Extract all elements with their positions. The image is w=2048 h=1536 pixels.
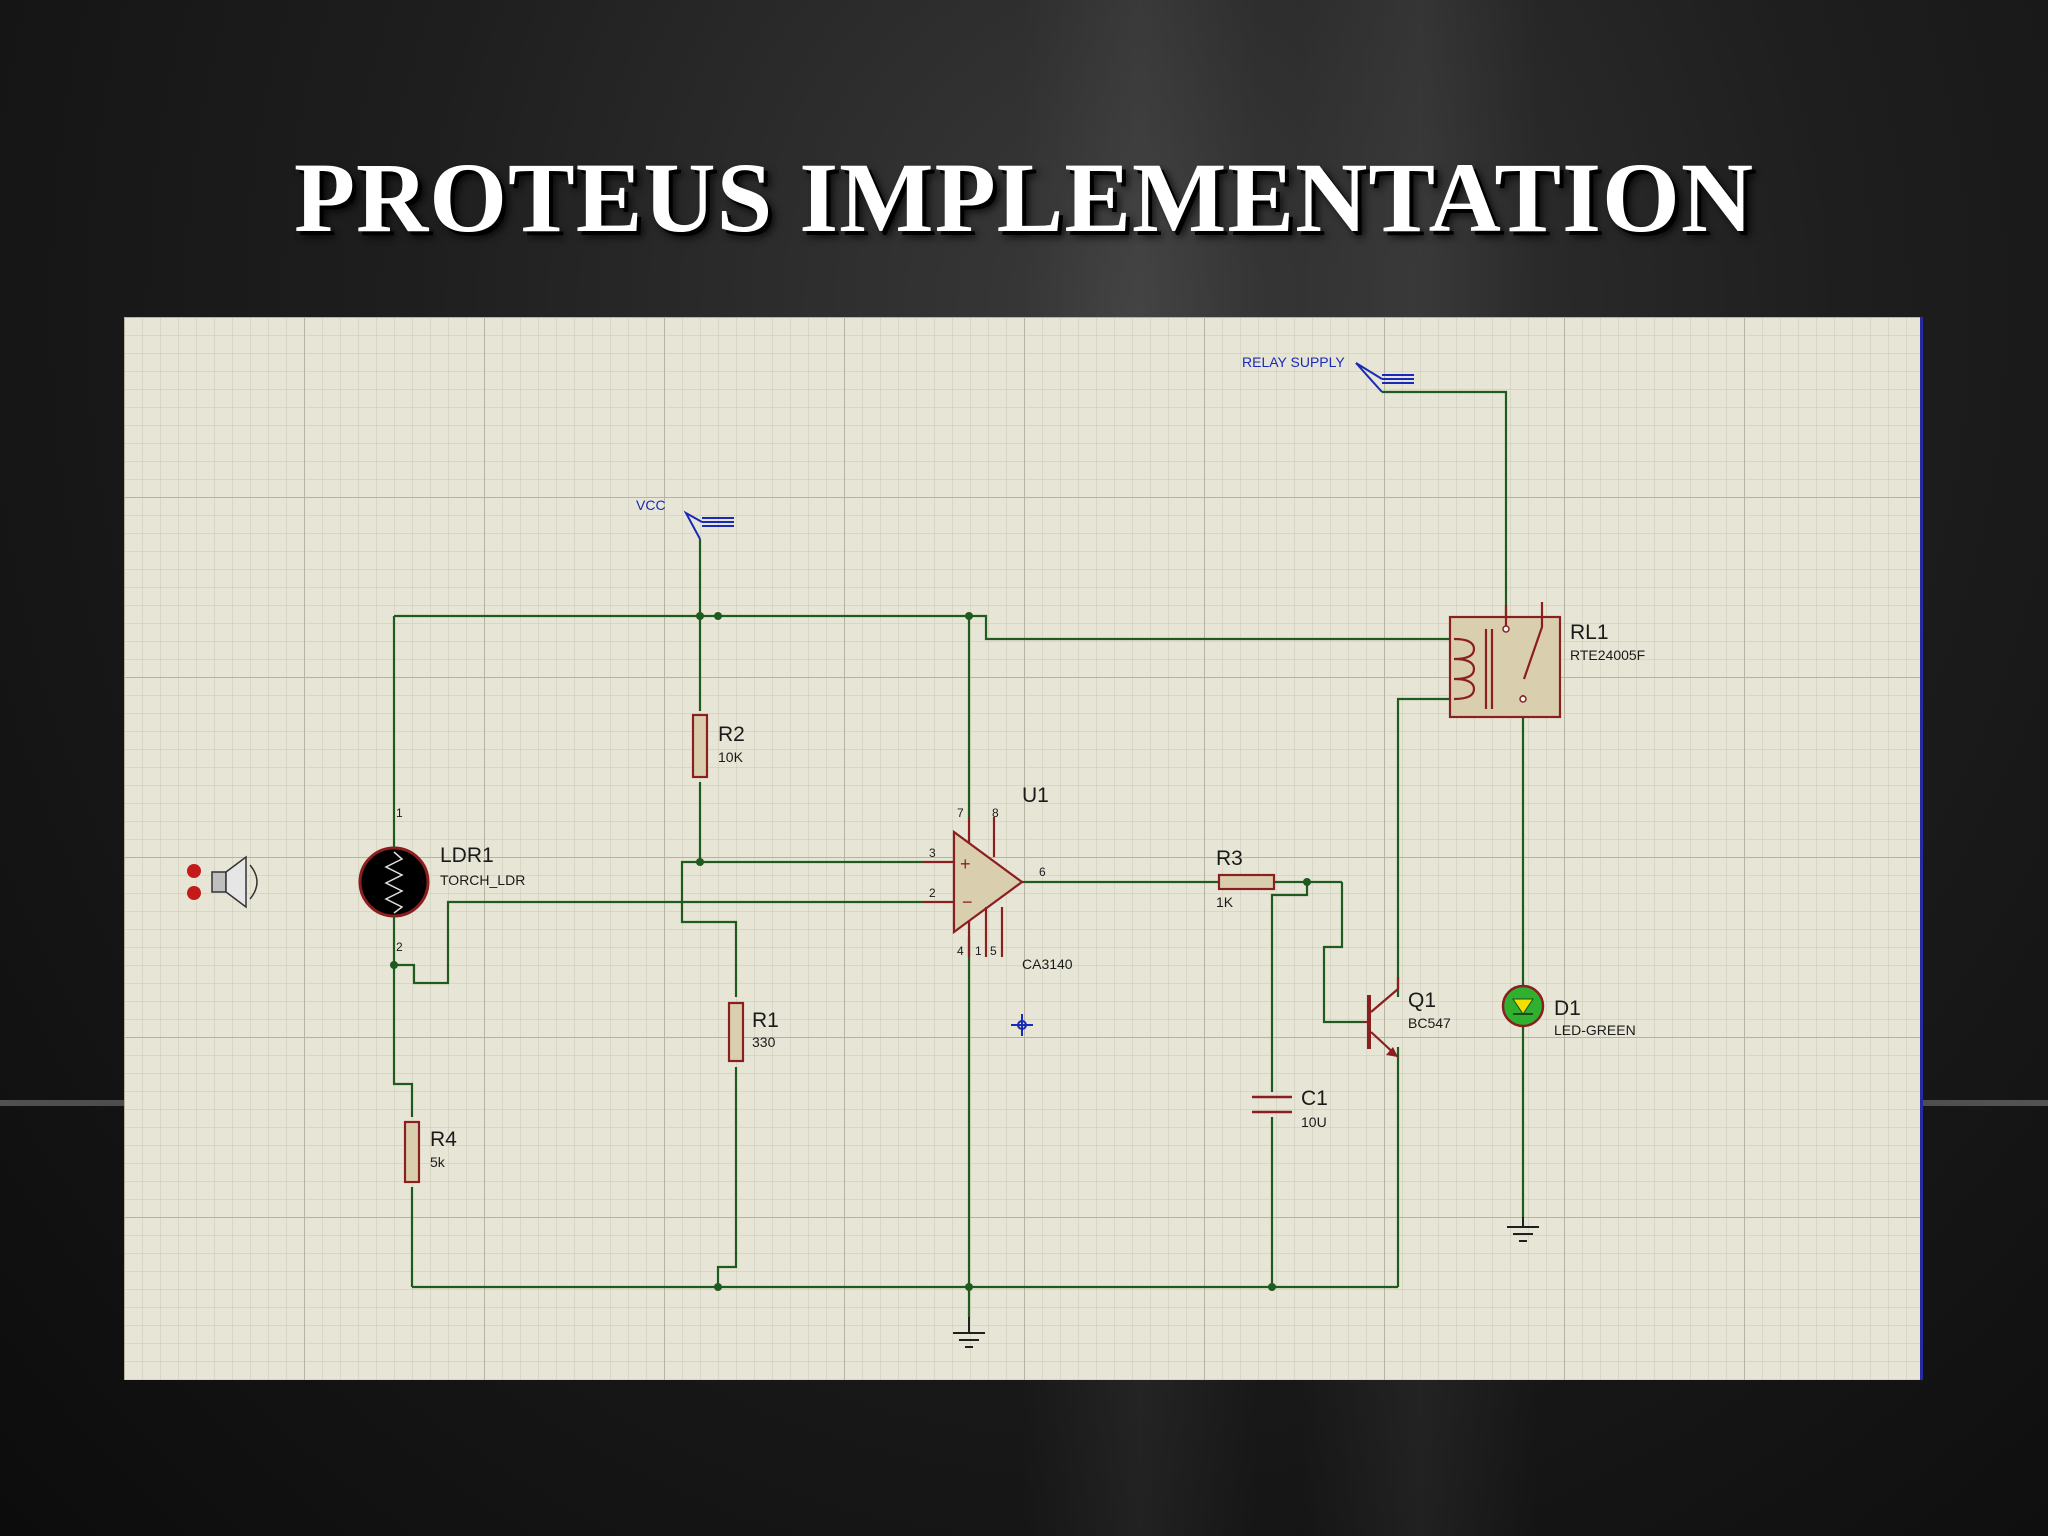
r4[interactable]: R4 5k bbox=[403, 1120, 457, 1184]
ldr1-pin-2: 2 bbox=[396, 940, 403, 954]
u1-pin-7: 7 bbox=[957, 806, 964, 820]
wires bbox=[392, 390, 1525, 1317]
c1-value: 10U bbox=[1301, 1114, 1327, 1130]
rl1-relay[interactable]: RL1 RTE24005F bbox=[1448, 602, 1645, 719]
vcc-terminal[interactable]: VCC bbox=[636, 497, 734, 540]
u1-pin-5: 5 bbox=[990, 944, 997, 958]
r3-value: 1K bbox=[1216, 894, 1234, 910]
c1-ref: C1 bbox=[1301, 1087, 1328, 1110]
svg-text:+: + bbox=[960, 854, 971, 874]
r2-ref: R2 bbox=[718, 723, 745, 746]
u1-opamp[interactable]: + − 3 2 6 7 8 4 1 5 U1 CA3140 bbox=[924, 784, 1073, 972]
c1[interactable]: C1 10U bbox=[1252, 1087, 1328, 1130]
crosshair-icon bbox=[1011, 1014, 1033, 1036]
q1-ref: Q1 bbox=[1408, 989, 1436, 1012]
r4-value: 5k bbox=[430, 1154, 446, 1170]
u1-pin-2: 2 bbox=[929, 886, 936, 900]
schematic-svg: VCC RELAY SUPPLY 1 2 LDR1 TORCH_LDR R2 1… bbox=[124, 317, 1920, 1380]
ldr1-value: TORCH_LDR bbox=[440, 872, 525, 888]
power-terminal-icon bbox=[1355, 362, 1414, 393]
r1[interactable]: R1 330 bbox=[727, 1001, 779, 1063]
r1-ref: R1 bbox=[752, 1009, 779, 1032]
q1-value: BC547 bbox=[1408, 1015, 1451, 1031]
ground-icon bbox=[953, 1317, 985, 1348]
d1-value: LED-GREEN bbox=[1554, 1022, 1636, 1038]
d1-ref: D1 bbox=[1554, 997, 1581, 1020]
junctions bbox=[390, 612, 1311, 1291]
ground-icon bbox=[1507, 1217, 1539, 1242]
ldr1-ref: LDR1 bbox=[440, 844, 494, 867]
u1-pin-8: 8 bbox=[992, 806, 999, 820]
ldr1[interactable]: 1 2 LDR1 TORCH_LDR bbox=[358, 806, 525, 954]
svg-text:−: − bbox=[962, 892, 973, 912]
u1-value: CA3140 bbox=[1022, 956, 1073, 972]
relay-supply-terminal[interactable]: RELAY SUPPLY bbox=[1242, 354, 1414, 393]
ldr1-pin-1: 1 bbox=[396, 806, 403, 820]
u1-pin-1: 1 bbox=[975, 944, 982, 958]
u1-pin-3: 3 bbox=[929, 846, 936, 860]
u1-pin-6: 6 bbox=[1039, 865, 1046, 879]
power-terminal-icon bbox=[683, 510, 734, 540]
slide-title: PROTEUS IMPLEMENTATION bbox=[293, 142, 1755, 253]
r3[interactable]: R3 1K bbox=[1216, 847, 1276, 910]
vcc-label: VCC bbox=[636, 497, 666, 513]
r2-value: 10K bbox=[718, 749, 744, 765]
relay-supply-label: RELAY SUPPLY bbox=[1242, 354, 1345, 370]
r4-ref: R4 bbox=[430, 1128, 457, 1151]
speaker-icon[interactable] bbox=[187, 855, 258, 909]
r1-value: 330 bbox=[752, 1034, 776, 1050]
u1-ref: U1 bbox=[1022, 784, 1049, 807]
u1-pin-4: 4 bbox=[957, 944, 964, 958]
q1[interactable]: Q1 BC547 bbox=[1364, 977, 1451, 1058]
r2[interactable]: R2 10K bbox=[691, 713, 745, 779]
rl1-value: RTE24005F bbox=[1570, 647, 1645, 663]
rl1-ref: RL1 bbox=[1570, 621, 1609, 644]
schematic-canvas[interactable]: VCC RELAY SUPPLY 1 2 LDR1 TORCH_LDR R2 1… bbox=[124, 317, 1923, 1380]
r3-ref: R3 bbox=[1216, 847, 1243, 870]
d1-led[interactable]: D1 LED-GREEN bbox=[1501, 984, 1636, 1038]
